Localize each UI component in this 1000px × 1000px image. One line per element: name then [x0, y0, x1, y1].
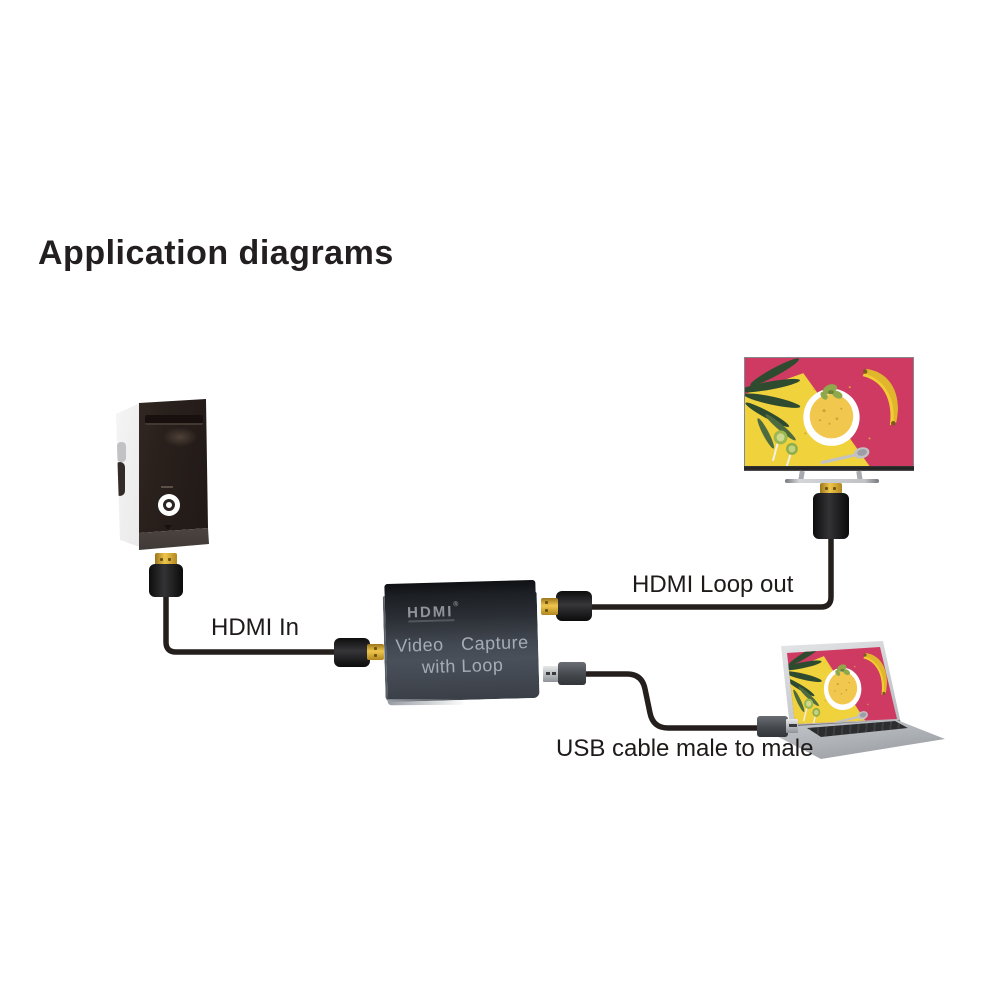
power-button: [158, 494, 180, 516]
hdmi-loop-out-cable: [587, 533, 834, 610]
tower-front-sheen: [157, 424, 203, 450]
laptop-screen-photo: [787, 647, 897, 724]
tower-side-panel: [116, 403, 140, 547]
monitor-bottom-bezel: [744, 466, 914, 471]
device-label-line1: Video Capture: [395, 632, 529, 656]
hdmi-plug-monitor-body: [813, 493, 849, 539]
label-hdmi-loop-out: HDMI Loop out: [632, 571, 794, 598]
tower-bottom-trim: [139, 528, 209, 550]
usb-cable: [580, 671, 765, 731]
usb-plug-device-shield: [543, 666, 559, 682]
tower-arrow-mark: [164, 525, 172, 530]
hdmi-plug-device-in-tip: [367, 644, 384, 660]
hdmi-plug-tower-body: [149, 564, 183, 597]
power-button-ring: [163, 499, 175, 511]
hdmi-in-cable: [163, 593, 341, 655]
tower-side-button: [116, 462, 125, 496]
monitor-stand-bar: [785, 479, 879, 483]
usb-plug-device-body: [558, 662, 586, 685]
hdmi-plug-device-in-body: [334, 638, 370, 667]
hdmi-plug-monitor-tip: [820, 483, 842, 495]
device-label-line2: with Loop: [421, 654, 504, 678]
device-front-face: HDMI® Video Capture with Loop: [382, 591, 540, 703]
usb-plug-laptop-shield: [786, 719, 798, 733]
label-usb-cable: USB cable male to male: [556, 735, 814, 762]
monitor-screen-photo: [744, 357, 914, 467]
optical-drive-slot: [145, 415, 203, 425]
page-title: Application diagrams: [38, 234, 394, 272]
monitor: [743, 356, 919, 491]
tower-vent: [117, 442, 126, 462]
hdmi-logo-subtext: [408, 619, 455, 623]
tower-logo-mark: [161, 486, 173, 488]
usb-plug-laptop-body: [757, 716, 788, 737]
hdmi-plug-loop-out-tip: [541, 598, 558, 615]
pc-tower: [112, 398, 214, 552]
capture-device: HDMI® Video Capture with Loop: [382, 579, 540, 706]
hdmi-plug-tower-tip: [155, 553, 177, 566]
hdmi-logo-mark: ®: [453, 601, 459, 609]
label-hdmi-in: HDMI In: [211, 614, 300, 641]
device-bottom-edge: [387, 698, 466, 706]
tower-front-panel: [139, 399, 208, 533]
hdmi-plug-loop-out-body: [556, 591, 592, 621]
